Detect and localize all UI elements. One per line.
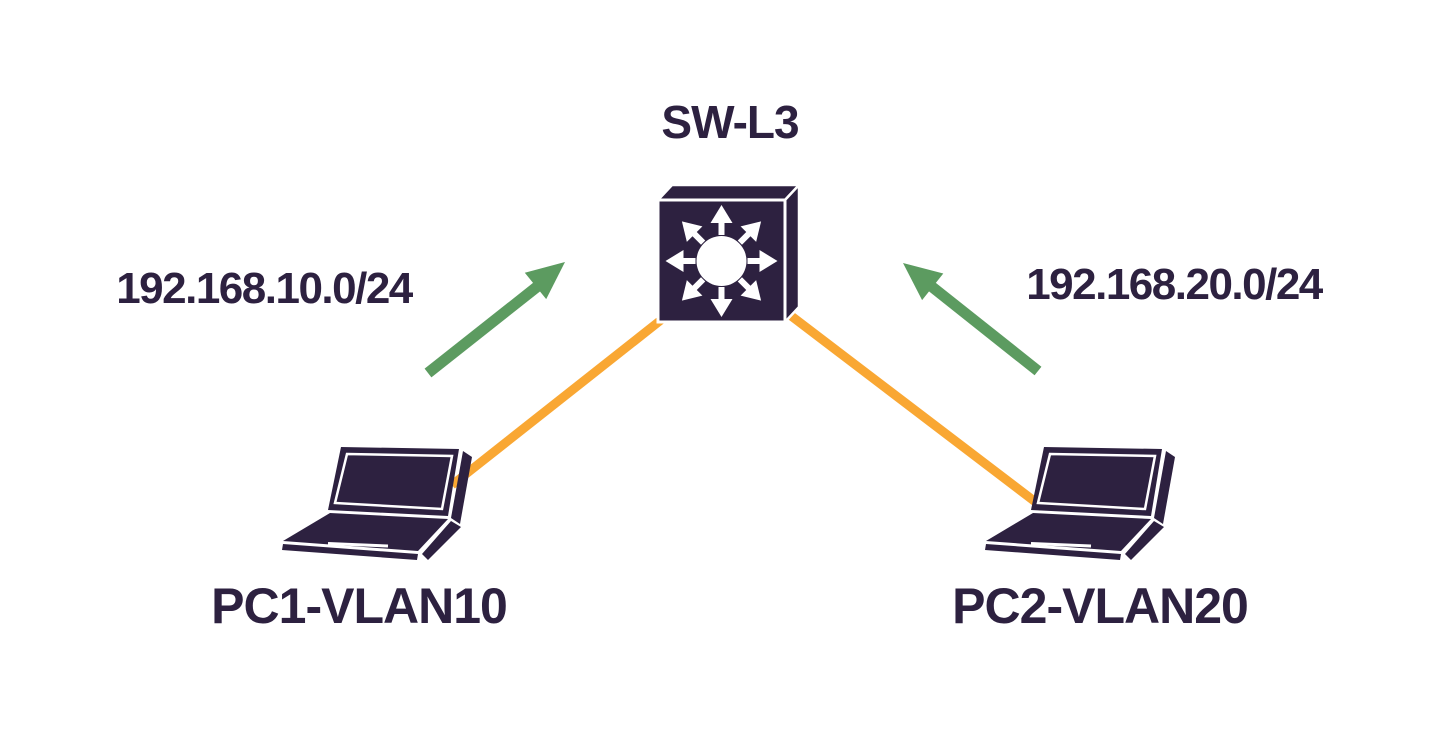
switch-hub-circle [696, 236, 747, 286]
node-label-pc1: PC1-VLAN10 [211, 578, 508, 634]
layer3-switch-icon [655, 181, 802, 326]
route-arrow-left-head [524, 262, 565, 300]
switch-port-arrow-up-right [737, 221, 762, 245]
switch-port-arrow-down-right [737, 277, 762, 301]
switch-right-face [783, 181, 801, 326]
switch-label: SW-L3 [661, 96, 799, 148]
route-arrow-right-head [903, 263, 944, 301]
route-arrow-left-shaft [424, 281, 542, 378]
route-arrow-left [424, 262, 565, 378]
link-pc2-to-switch [787, 311, 1045, 511]
switch-port-arrow-up-left [681, 221, 706, 245]
switch-port-arrow-up [710, 205, 733, 235]
link-pc1-to-switch [449, 312, 669, 489]
switch-port-arrow-down-left [681, 277, 706, 301]
subnet-label-left: 192.168.10.0/24 [116, 264, 413, 313]
route-arrow-right [903, 263, 1042, 376]
route-arrow-right-shaft [927, 281, 1042, 376]
node-label-pc2: PC2-VLAN20 [952, 578, 1249, 634]
switch-top-face [655, 183, 802, 202]
laptop-icon-pc2 [979, 440, 1179, 575]
switch-port-arrow-left [665, 250, 696, 272]
switch-port-arrow-down [710, 287, 733, 317]
subnet-label-right: 192.168.20.0/24 [1026, 260, 1323, 309]
switch-port-arrow-right [747, 250, 778, 272]
laptop-icon-pc1 [276, 440, 476, 575]
